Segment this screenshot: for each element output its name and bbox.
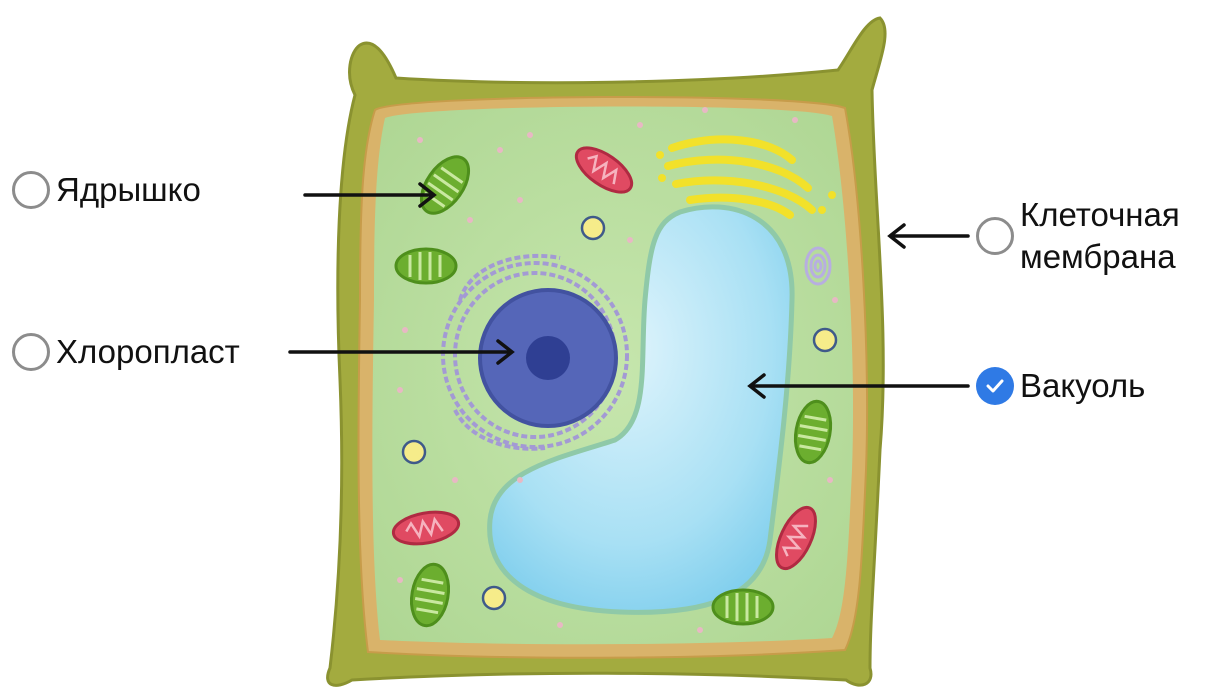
option-label: Ядрышко — [56, 171, 201, 209]
radio-button[interactable] — [12, 171, 50, 209]
option-membrane[interactable]: Клеточная мембрана — [976, 194, 1180, 278]
radio-button[interactable] — [12, 333, 50, 371]
option-nucleolus[interactable]: Ядрышко — [12, 171, 201, 209]
check-icon — [984, 375, 1006, 397]
option-label-line1: Клеточная — [1020, 194, 1180, 236]
radio-button[interactable] — [976, 217, 1014, 255]
option-label: Вакуоль — [1020, 367, 1145, 405]
option-label: Хлоропласт — [56, 333, 240, 371]
option-chloroplast[interactable]: Хлоропласт — [12, 333, 240, 371]
nucleolus — [526, 336, 570, 380]
option-vacuole[interactable]: Вакуоль — [976, 367, 1145, 405]
option-label-line2: мембрана — [1020, 236, 1180, 278]
radio-button[interactable] — [976, 367, 1014, 405]
arrow-membrane — [890, 225, 968, 247]
